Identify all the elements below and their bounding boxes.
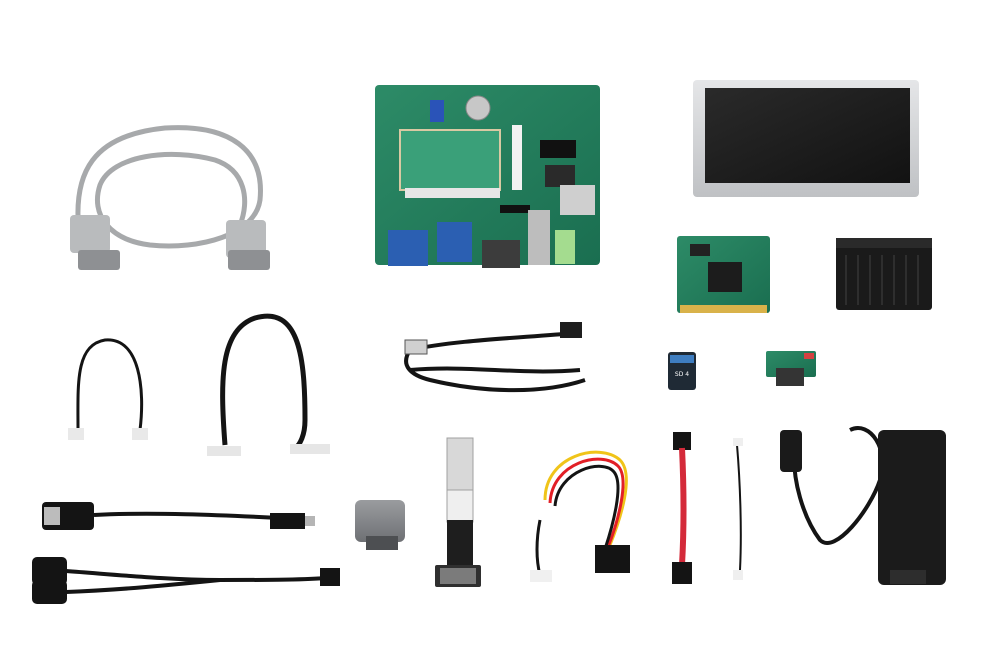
sd-card: SD 4 [668,352,696,390]
mini-itx-mainboard [375,85,600,268]
com-daughterboard [766,351,816,386]
dc-plug [780,430,802,472]
power-cable-y [530,450,630,582]
thin-internal-cable [733,438,743,580]
cmos-battery [465,95,491,121]
usb-otg-cable [42,502,315,530]
db9-adapter [355,500,405,550]
serial-cable-gray [70,125,270,270]
heatsink [836,238,932,310]
power-brick [878,430,946,585]
db9-female-connector-left [70,215,110,253]
vga-port [388,230,428,266]
qseven-cpu-module [677,236,770,313]
db9-female-connector-right [226,220,266,258]
power-adapter [780,426,946,585]
usb-cable-coiled [404,322,586,393]
y-audio-cable [32,557,340,604]
sata-cable-red [672,432,692,584]
ribbon-cable [435,437,481,587]
usb-lan-stack [528,210,550,265]
com-port [482,240,520,268]
lcd-panel [693,80,919,197]
audio-jack [555,230,575,264]
internal-cable-small [68,338,148,440]
sd-card-label: SD 4 [675,371,689,378]
lvds-cable [207,313,330,456]
so-dimm-slot [399,129,501,191]
